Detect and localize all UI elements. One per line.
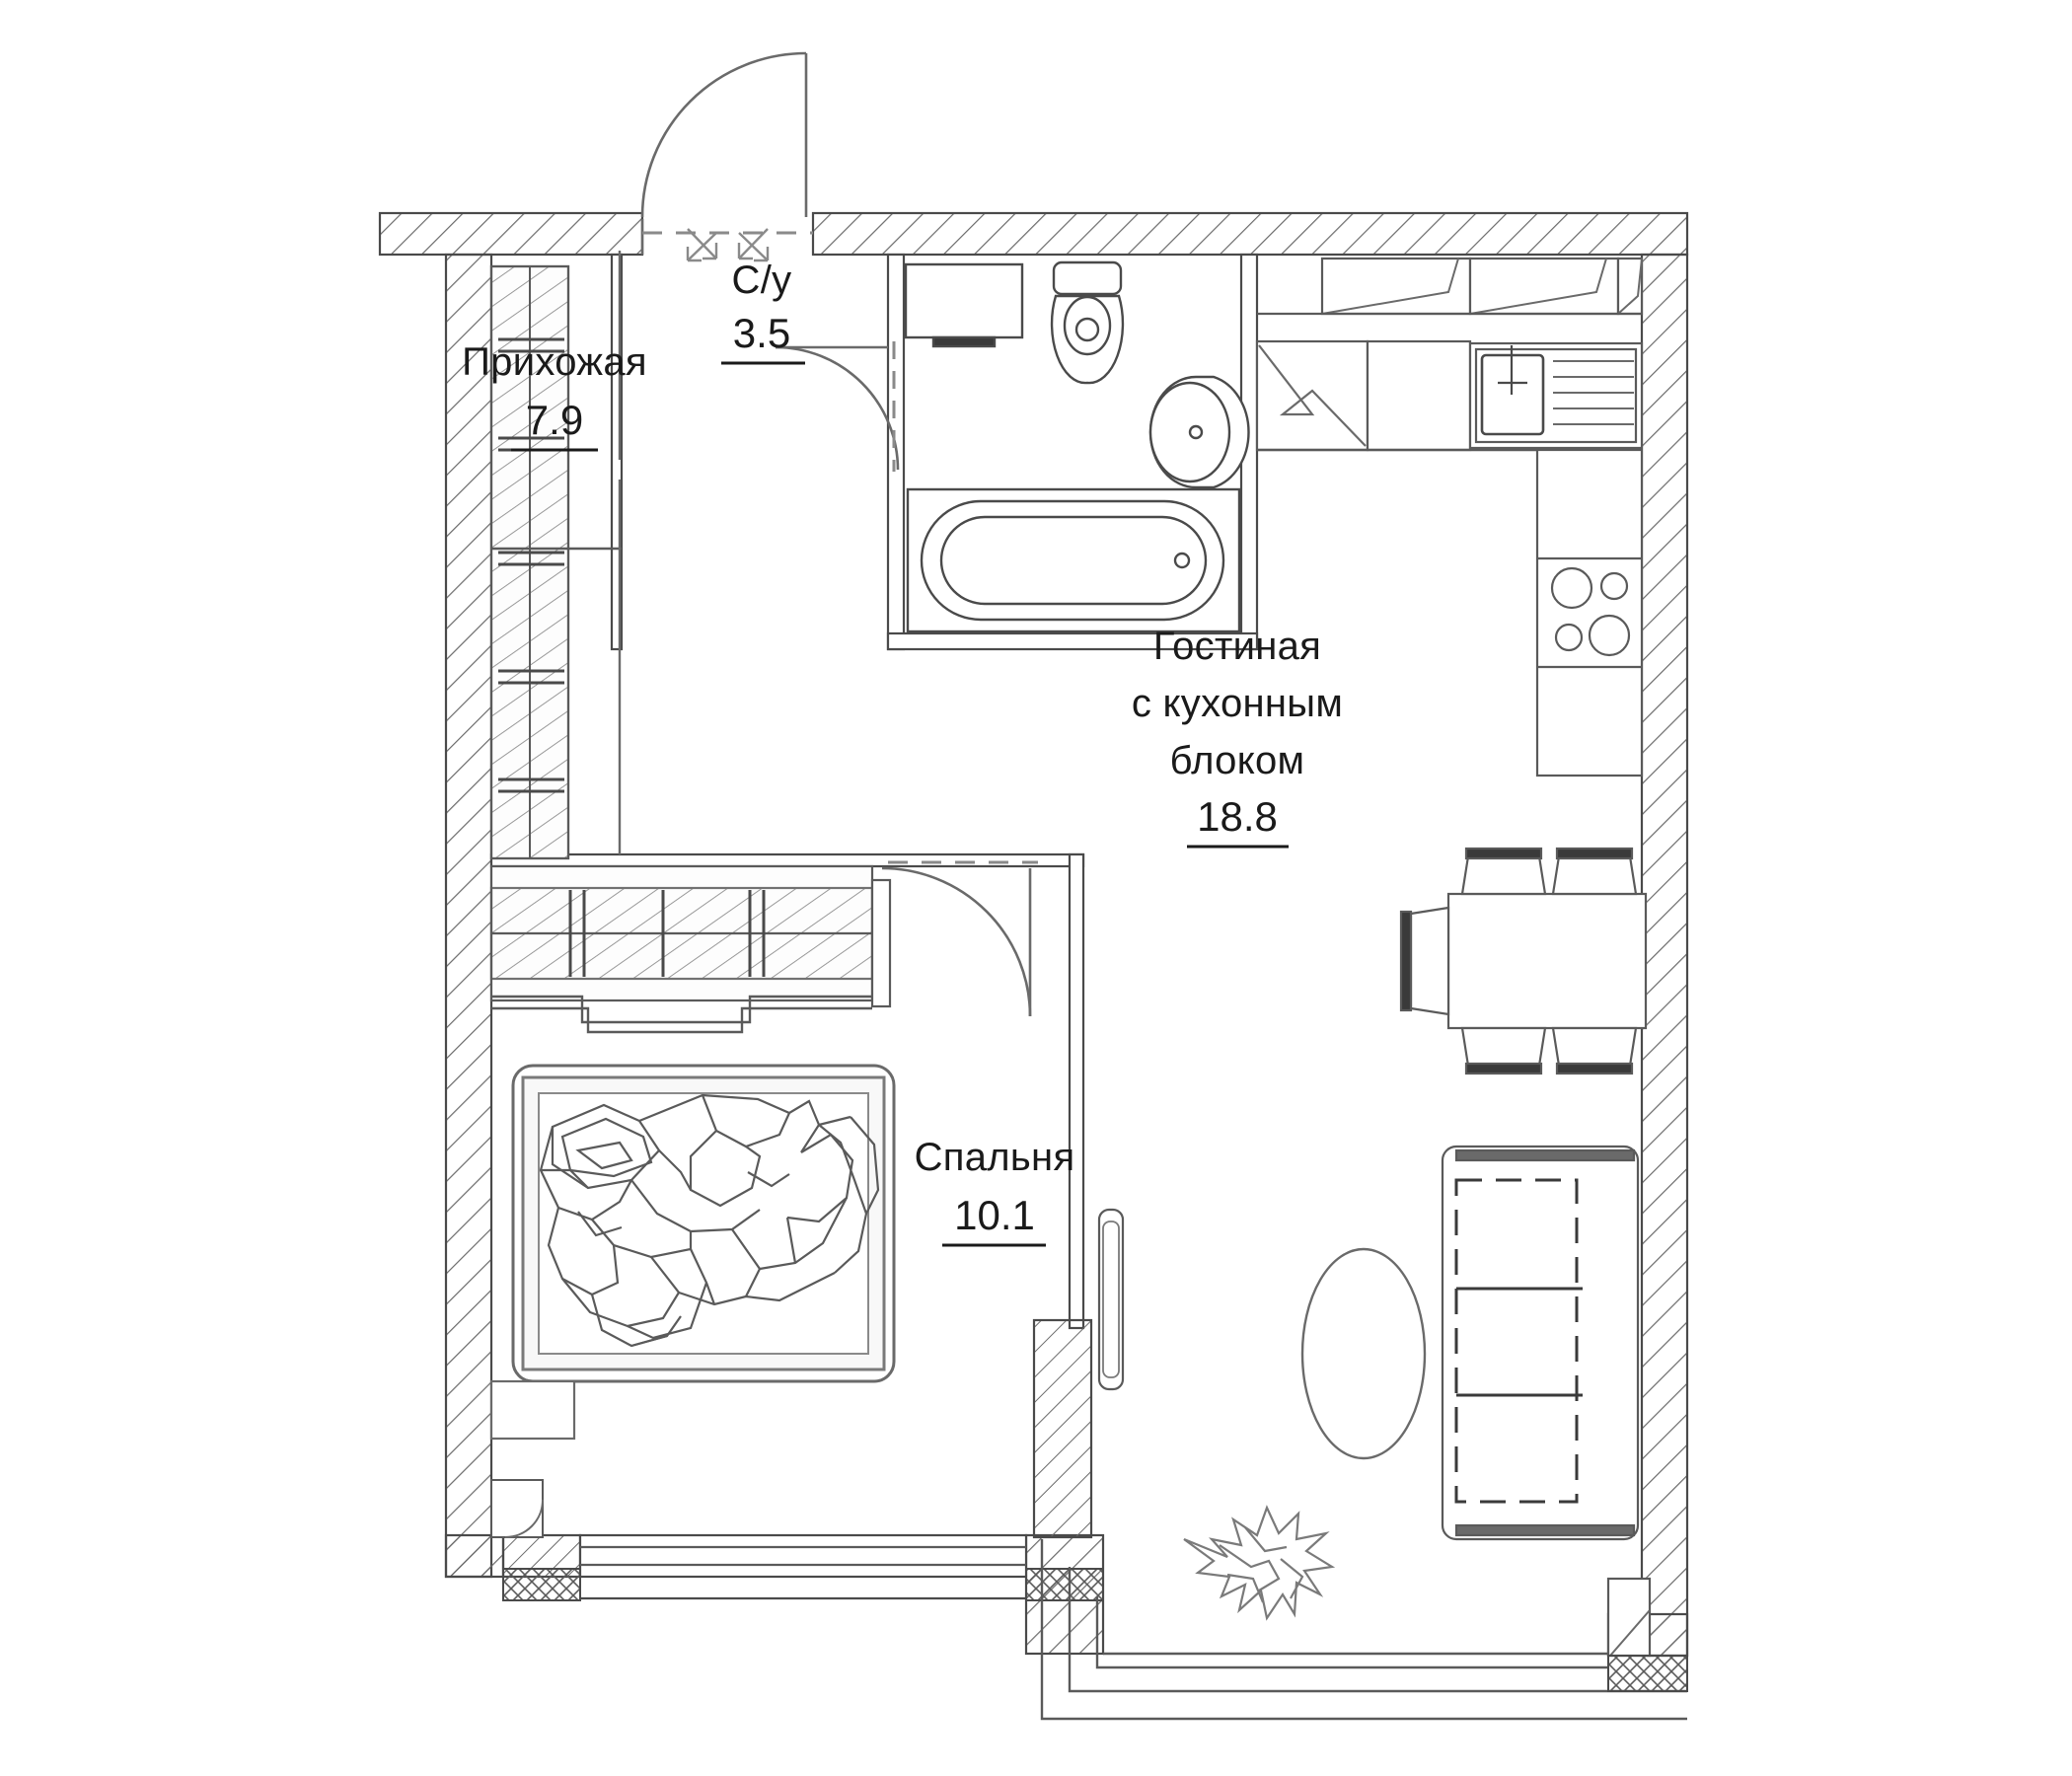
nightstand (1097, 1208, 1125, 1391)
exterior-walls (378, 211, 1689, 1658)
room-label-living-line1: Гостиная (1153, 625, 1321, 668)
oval-coffee-table (1300, 1247, 1427, 1460)
room-area-bathroom: 3.5 (733, 310, 790, 356)
room-label-bathroom: С/у (732, 259, 792, 302)
room-label-living-line2: с кухонным (1132, 682, 1343, 725)
room-labels: Прихожая 7.9 С/у 3.5 Гостиная с кухонным… (462, 259, 1343, 1247)
bathroom-door[interactable] (775, 341, 900, 472)
sofa (1441, 1145, 1640, 1541)
room-label-bedroom: Спальня (915, 1136, 1075, 1179)
window (490, 1479, 1104, 1601)
balcony-glazing (1040, 1539, 1688, 1721)
room-area-hallway: 7.9 (526, 397, 583, 443)
cooktop (1535, 448, 1644, 777)
dining-chairs (1399, 847, 1638, 1075)
room-label-hallway: Прихожая (462, 340, 647, 384)
bed-blanket-folds (539, 1093, 880, 1348)
washing-machine (904, 262, 1024, 348)
kitchen-upper-cabinets (1257, 257, 1644, 316)
toilet (1050, 260, 1125, 385)
washbasin (1148, 375, 1250, 489)
double-bed (489, 1064, 896, 1441)
refrigerator (1255, 339, 1472, 452)
room-area-living: 18.8 (1197, 793, 1278, 840)
dining-table (1446, 892, 1648, 1030)
bedroom-door[interactable] (881, 860, 1038, 1017)
entry-door[interactable] (640, 51, 813, 262)
wardrobe (489, 864, 892, 1034)
room-area-bedroom: 10.1 (954, 1192, 1035, 1238)
wardrobe (489, 251, 622, 860)
room-label-living-line3: блоком (1170, 739, 1305, 782)
potted-plant (1183, 1505, 1336, 1621)
bathtub (906, 487, 1241, 633)
kitchen-sink (1257, 341, 1644, 452)
